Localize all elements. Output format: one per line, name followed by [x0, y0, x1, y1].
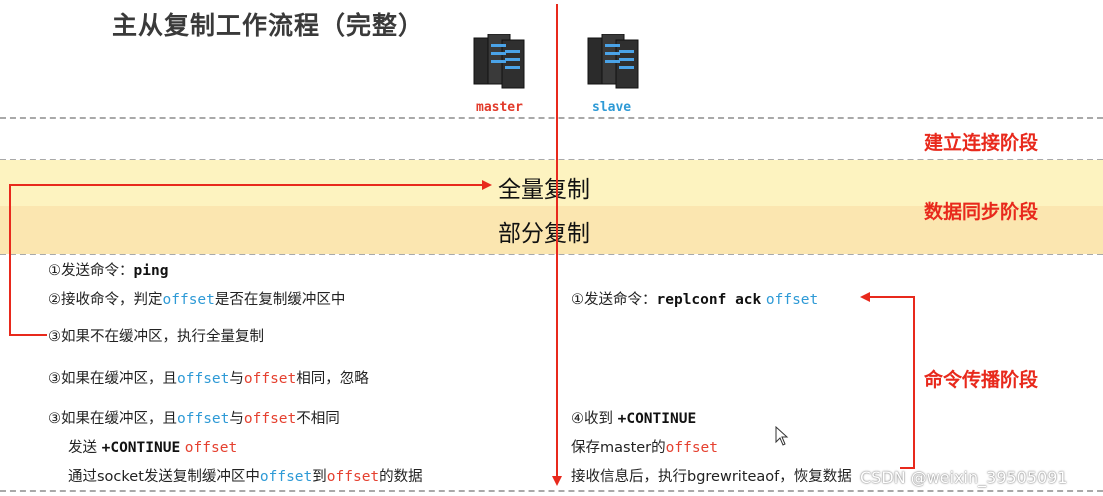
slave-step-receive-continue: ④收到 +CONTINUE — [571, 407, 696, 428]
slave-step-replconf: ①发送命令：replconf ack offset — [571, 288, 818, 309]
ping-command: ping — [133, 263, 169, 279]
phase-label-sync: 数据同步阶段 — [924, 201, 1039, 223]
offset-term: offset — [326, 469, 380, 485]
step-text: 到 — [312, 469, 327, 485]
phase-label-propagate: 命令传播阶段 — [924, 369, 1039, 391]
step-text: 相同，忽略 — [296, 371, 369, 387]
continue-command: +CONTINUE — [617, 411, 697, 427]
offset-term: offset — [162, 292, 215, 308]
step-text: ②接收命令，判定 — [48, 292, 163, 308]
offset-term: offset — [177, 411, 230, 427]
phase-separator-bottom — [0, 490, 1103, 492]
full-sync-band — [0, 160, 1103, 206]
step-text: 与 — [229, 411, 244, 427]
step-text: 的数据 — [379, 469, 423, 485]
full-sync-arrow — [9, 180, 492, 336]
slave-server-icon — [587, 34, 639, 89]
master-server-icon — [473, 34, 525, 89]
diagram-title: 主从复制工作流程（完整） — [112, 11, 425, 40]
master-step-offset-different: ③如果在缓冲区，且offset与offset不相同 — [48, 407, 340, 428]
step-text: ①发送命令： — [48, 263, 134, 279]
replconf-command: replconf ack — [656, 292, 762, 308]
master-label: master — [476, 100, 523, 115]
master-step-send-buffer: 通过socket发送复制缓冲区中offset到offset的数据 — [68, 465, 423, 486]
continue-command: +CONTINUE — [101, 440, 181, 456]
offset-term: offset — [665, 440, 719, 456]
step-text: 是否在复制缓冲区中 — [214, 292, 346, 308]
offset-term: offset — [259, 469, 313, 485]
master-step-send-continue: 发送 +CONTINUE offset — [68, 436, 237, 457]
step-text: 与 — [229, 371, 244, 387]
step-text: ④收到 — [571, 411, 618, 427]
master-step-full-copy: ③如果不在缓冲区，执行全量复制 — [48, 329, 264, 345]
slave-step-recover: 接收信息后，执行bgrewriteaof，恢复数据 — [571, 469, 852, 485]
offset-term: offset — [243, 411, 297, 427]
slave-label: slave — [592, 100, 632, 115]
full-sync-label: 全量复制 — [498, 177, 590, 203]
step-text: 不相同 — [296, 411, 340, 427]
offset-term: offset — [243, 371, 297, 387]
partial-sync-band — [0, 206, 1103, 254]
step-text: ③如果在缓冲区，且 — [48, 411, 177, 427]
master-step-ping: ①发送命令：ping — [48, 259, 168, 280]
master-step-check-offset: ②接收命令，判定offset是否在复制缓冲区中 — [48, 288, 345, 309]
phase-separator-top — [0, 117, 1103, 119]
offset-term: offset — [765, 292, 819, 308]
step-text: ③如果在缓冲区，且 — [48, 371, 177, 387]
partial-sync-label: 部分复制 — [498, 221, 590, 247]
phase-label-connect: 建立连接阶段 — [924, 132, 1039, 154]
csdn-watermark: CSDN @weixin_39505091 — [860, 468, 1068, 487]
slave-step-save-offset: 保存master的offset — [571, 436, 718, 457]
step-text: 通过socket发送复制缓冲区中 — [68, 469, 260, 485]
propagate-loop-arrow — [860, 292, 915, 469]
master-step-offset-same: ③如果在缓冲区，且offset与offset相同，忽略 — [48, 367, 369, 388]
offset-term: offset — [184, 440, 238, 456]
step-text: ①发送命令： — [571, 292, 657, 308]
step-text: 保存master的 — [571, 440, 666, 456]
offset-term: offset — [177, 371, 230, 387]
phase-separator-sync — [0, 253, 1103, 255]
step-text: 发送 — [68, 440, 102, 456]
mouse-cursor-icon — [775, 426, 789, 446]
